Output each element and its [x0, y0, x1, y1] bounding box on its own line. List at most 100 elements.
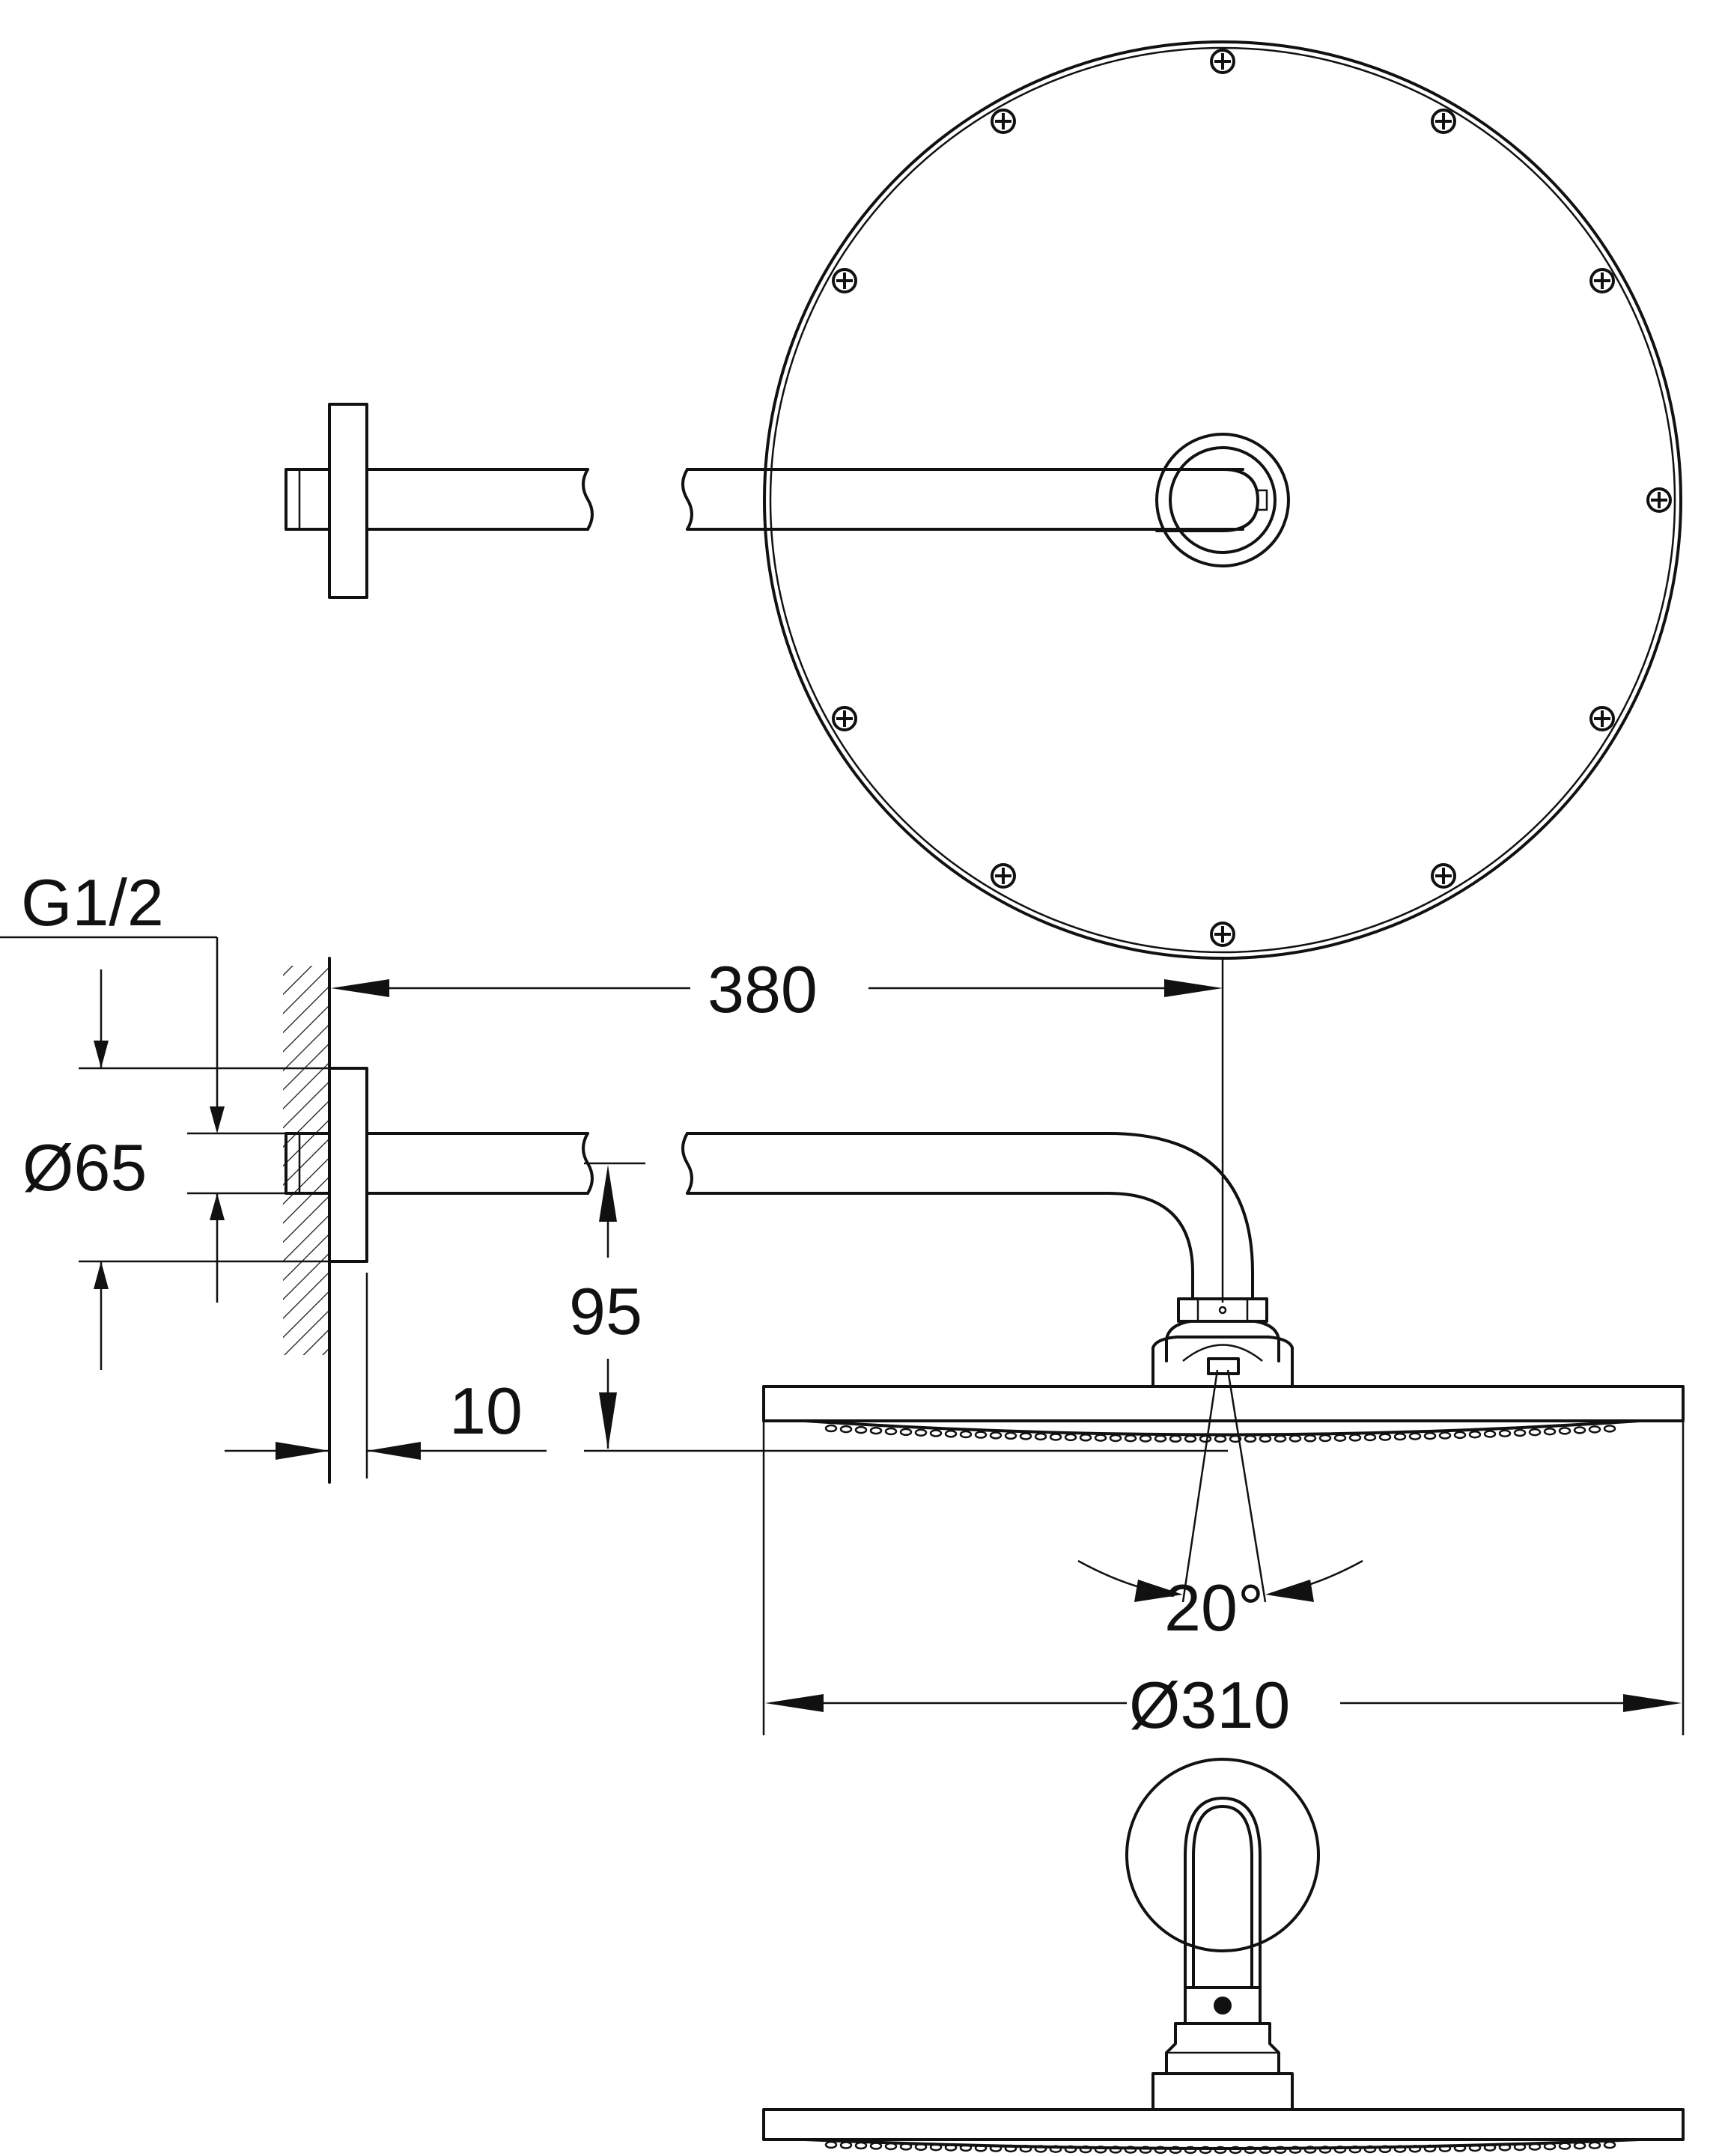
nozzle-icon [1603, 1425, 1616, 1433]
nozzle-icon [1408, 2145, 1422, 2153]
nozzle-icon [1363, 2145, 1377, 2154]
tilt-line-left [1181, 1369, 1219, 1603]
nozzle-icon [1573, 1426, 1586, 1434]
label-arm-projection: 380 [708, 952, 818, 1026]
screw-icon [1431, 863, 1456, 889]
nozzle-icon [1453, 1431, 1467, 1440]
nozzle-icon [1303, 2146, 1317, 2154]
screw-icon [991, 863, 1016, 889]
nozzle-icon [1064, 1433, 1077, 1442]
nozzle-icon [1049, 1433, 1062, 1441]
nozzle-icon [1019, 1432, 1032, 1440]
top-view [285, 40, 1682, 960]
nozzle-icon [914, 1428, 928, 1437]
nozzle-icon [1019, 2144, 1032, 2153]
nozzle-icon [1064, 2145, 1077, 2154]
front-wall-rosette [1125, 1758, 1320, 1952]
dim-projection-arrow-left [331, 979, 389, 997]
nozzle-icon [1244, 1434, 1257, 1443]
top-shower-arm [681, 468, 1244, 531]
nozzle-icon [1184, 2146, 1197, 2155]
nozzle-icon [989, 2144, 1003, 2152]
nozzle-icon [1468, 2143, 1482, 2152]
nozzle-icon [1154, 2146, 1167, 2155]
nozzle-icon [959, 1430, 973, 1439]
nozzle-icon [1139, 2146, 1152, 2154]
nozzle-icon [959, 2143, 973, 2152]
nozzle-icon [1199, 2146, 1212, 2155]
nozzle-icon [1603, 2140, 1616, 2149]
dim-diameter-arrow-top [94, 1041, 109, 1068]
top-wall-flange [285, 403, 594, 599]
nozzle-icon [839, 1425, 853, 1434]
nozzle-icon [1588, 1425, 1601, 1434]
dim-head-arrow-left [765, 1694, 824, 1712]
nozzle-icon [1004, 1431, 1017, 1440]
nozzle-icon [944, 2143, 958, 2152]
front-shower-head [762, 2108, 1685, 2155]
nozzle-icon [1318, 1434, 1332, 1443]
side-shower-head [762, 1385, 1685, 1443]
dim-diameter-arrow-bottom [94, 1261, 109, 1289]
nozzle-icon [1259, 2146, 1272, 2155]
screw-icon [1210, 922, 1235, 947]
wall-hatch [283, 966, 329, 1355]
nozzle-icon [1468, 1430, 1482, 1439]
nozzle-icon [1528, 1428, 1542, 1437]
front-ball-joint [1151, 1986, 1294, 2111]
nozzle-icon [1528, 2143, 1542, 2151]
nozzle-icon [1378, 1433, 1392, 1441]
nozzle-icon [1229, 2146, 1242, 2155]
label-flange-diameter: Ø65 [22, 1130, 147, 1205]
label-wall-offset: 10 [449, 1374, 523, 1448]
label-thread: G1/2 [21, 865, 164, 940]
nozzle-icon [1169, 1434, 1182, 1443]
nozzle-icon [1573, 2141, 1586, 2150]
nozzle-icon [1423, 1431, 1437, 1440]
nozzle-icon [884, 1427, 898, 1436]
nozzle-icon [854, 1425, 868, 1434]
dim-height-arrow-top [599, 1165, 617, 1222]
dim-height-arrow-bottom [599, 1392, 617, 1449]
nozzle-icon [1453, 2144, 1467, 2152]
nozzle-icon [1244, 2146, 1257, 2155]
nozzle-icon [1588, 2141, 1601, 2149]
nozzle-icon [1558, 1427, 1572, 1435]
nozzle-icon [1004, 2144, 1017, 2153]
nozzle-icon [974, 1431, 988, 1439]
nozzle-icon [1289, 2146, 1302, 2155]
nozzle-icon [1483, 1430, 1497, 1438]
nozzle-icon [1423, 2144, 1437, 2153]
tilt-arrow-left [1134, 1580, 1183, 1602]
nozzle-icon [1154, 1434, 1167, 1443]
nozzle-icon [1333, 1434, 1347, 1442]
nozzle-icon [929, 2143, 943, 2152]
nozzle-icon [1079, 1434, 1092, 1442]
side-shower-arm [365, 1132, 1254, 1300]
screw-icon [1589, 706, 1615, 731]
nozzle-icon [1274, 1434, 1287, 1443]
nozzle-icon [899, 1428, 913, 1437]
nozzle-icon [1139, 1434, 1152, 1443]
nozzle-icon [1124, 2146, 1137, 2154]
nozzle-icon [1543, 1428, 1557, 1436]
nozzle-icon [1169, 2146, 1182, 2155]
nozzle-icon [1094, 1434, 1107, 1442]
nozzle-icon [839, 2141, 853, 2149]
nozzle-icon [944, 1430, 958, 1438]
tilt-arrow-right [1265, 1580, 1314, 1602]
screw-icon [832, 268, 857, 293]
nozzle-icon [869, 1426, 883, 1435]
label-arm-height: 95 [569, 1274, 642, 1348]
nozzle-icon [884, 2142, 898, 2151]
label-head-diameter: Ø310 [1129, 1668, 1290, 1742]
nozzle-row [824, 1424, 1616, 1443]
nozzle-icon [899, 2143, 913, 2151]
nozzle-icon [1333, 2146, 1347, 2154]
dim-projection-arrow-right [1164, 979, 1223, 997]
nozzle-icon [1318, 2146, 1332, 2154]
nozzle-icon [1079, 2145, 1092, 2154]
nozzle-icon [1049, 2145, 1062, 2153]
nozzle-icon [1348, 2145, 1362, 2154]
nozzle-icon [1199, 1434, 1212, 1443]
